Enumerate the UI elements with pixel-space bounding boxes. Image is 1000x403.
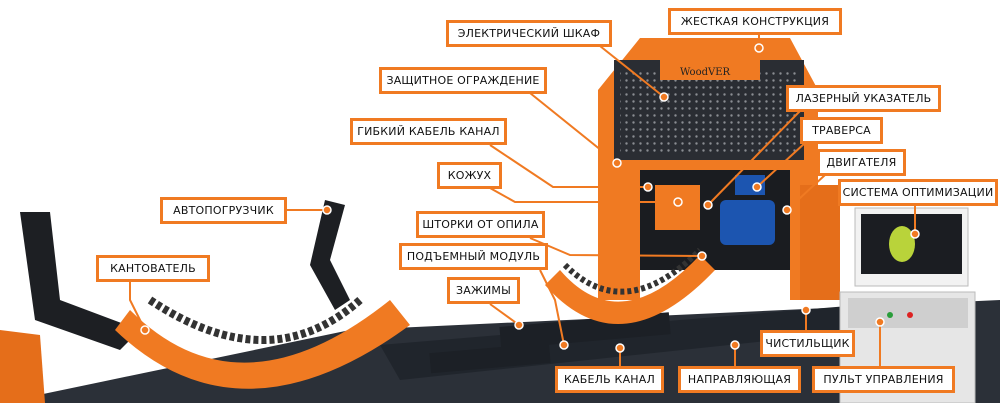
label-optimization: СИСТЕМА ОПТИМИЗАЦИИ xyxy=(838,179,998,206)
label-autoloader: АВТОПОГРУЗЧИК xyxy=(160,197,287,224)
label-lift-module: ПОДЪЕМНЫЙ МОДУЛЬ xyxy=(399,243,548,270)
label-sawdust-curtains: ШТОРКИ ОТ ОПИЛА xyxy=(416,211,545,238)
label-turner: КАНТОВАТЕЛЬ xyxy=(96,255,210,282)
label-flex-cable: ГИБКИЙ КАБЕЛЬ КАНАЛ xyxy=(350,118,507,145)
saw-cover xyxy=(655,185,700,230)
autoloader-arm xyxy=(20,212,140,350)
lift-arm xyxy=(545,255,715,325)
label-electric-cabinet: ЭЛЕКТРИЧЕСКИЙ ШКАФ xyxy=(446,20,612,47)
label-guide: НАПРАВЛЯЮЩАЯ xyxy=(678,366,801,393)
label-traverse: ТРАВЕРСА xyxy=(800,117,883,144)
turner-arm xyxy=(115,300,410,389)
motor xyxy=(720,200,775,245)
label-cleaner: ЧИСТИЛЬЩИК xyxy=(760,330,855,357)
label-cable-channel: КАБЕЛЬ КАНАЛ xyxy=(555,366,664,393)
label-clamps: ЗАЖИМЫ xyxy=(447,277,520,304)
label-laser: ЛАЗЕРНЫЙ УКАЗАТЕЛЬ xyxy=(786,85,941,112)
label-guard: ЗАЩИТНОЕ ОГРАЖДЕНИЕ xyxy=(379,67,547,94)
label-motors: ДВИГАТЕЛЯ xyxy=(817,149,906,176)
brand-logo: WoodVER xyxy=(680,67,731,78)
label-rigid-frame: ЖЕСТКАЯ КОНСТРУКЦИЯ xyxy=(668,8,842,35)
label-cover: КОЖУХ xyxy=(437,162,502,189)
label-control-panel: ПУЛЬТ УПРАВЛЕНИЯ xyxy=(812,366,955,393)
